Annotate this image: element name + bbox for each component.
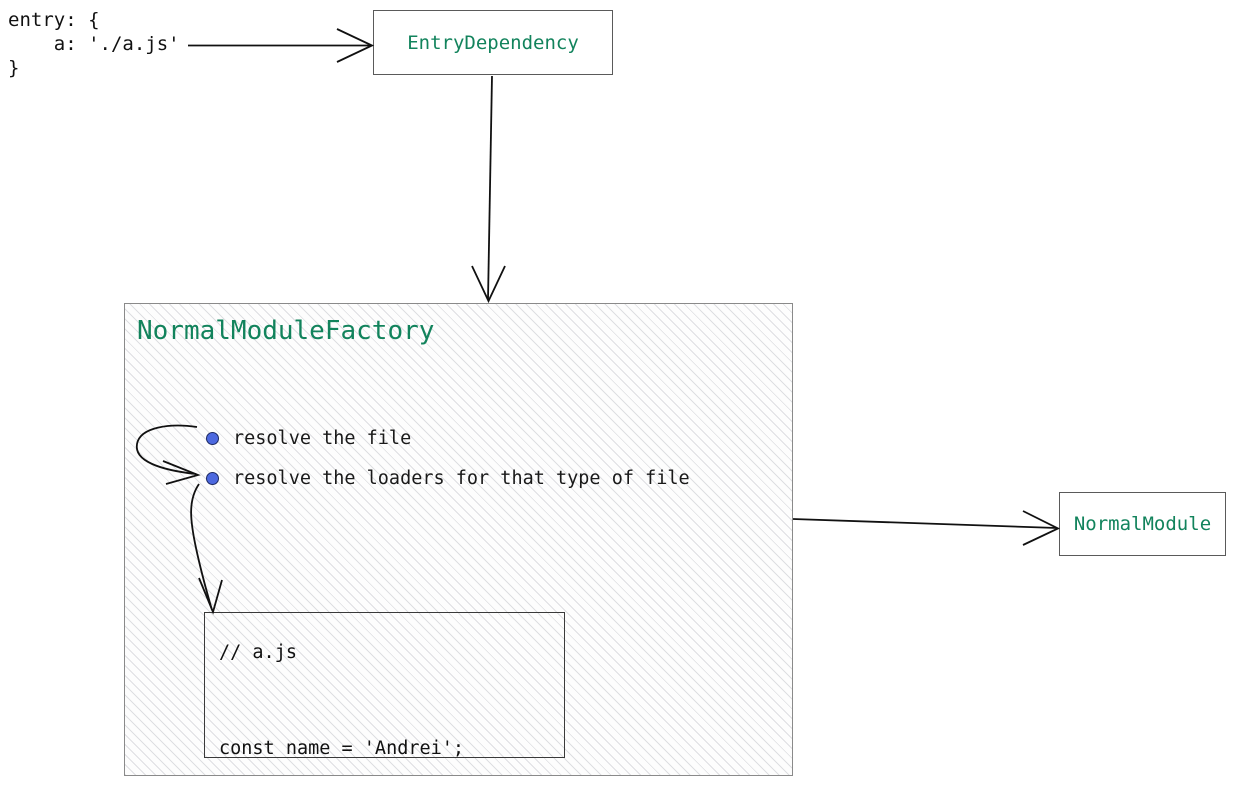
list-item: resolve the loaders for that type of fil… xyxy=(206,459,690,499)
list-item: resolve the file xyxy=(206,419,690,459)
entry-dependency-box[interactable]: EntryDependency xyxy=(373,10,613,75)
arrow-entry-to-entrydependency xyxy=(188,28,375,63)
step-label: resolve the loaders for that type of fil… xyxy=(233,468,690,489)
arrow-entrydependency-to-factory xyxy=(471,75,506,304)
normal-module-factory-container[interactable]: NormalModuleFactory resolve the file res… xyxy=(124,303,793,776)
bullet-dot-icon xyxy=(206,432,219,445)
step-label: resolve the file xyxy=(233,428,412,449)
entry-dependency-label: EntryDependency xyxy=(407,31,579,54)
bullet-dot-icon xyxy=(206,472,219,485)
normal-module-factory-title: NormalModuleFactory xyxy=(137,316,435,346)
normal-module-factory-steps: resolve the file resolve the loaders for… xyxy=(206,419,690,499)
normal-module-label: NormalModule xyxy=(1073,513,1212,535)
entry-config-code: entry: { a: './a.js' } xyxy=(8,9,180,79)
source-code-block: // a.js const name = 'Andrei'; export fu… xyxy=(204,612,565,759)
normal-module-box[interactable]: NormalModule xyxy=(1059,492,1226,556)
arrow-factory-to-normalmodule xyxy=(792,510,1061,546)
source-code-text: // a.js const name = 'Andrei'; export fu… xyxy=(219,642,465,759)
